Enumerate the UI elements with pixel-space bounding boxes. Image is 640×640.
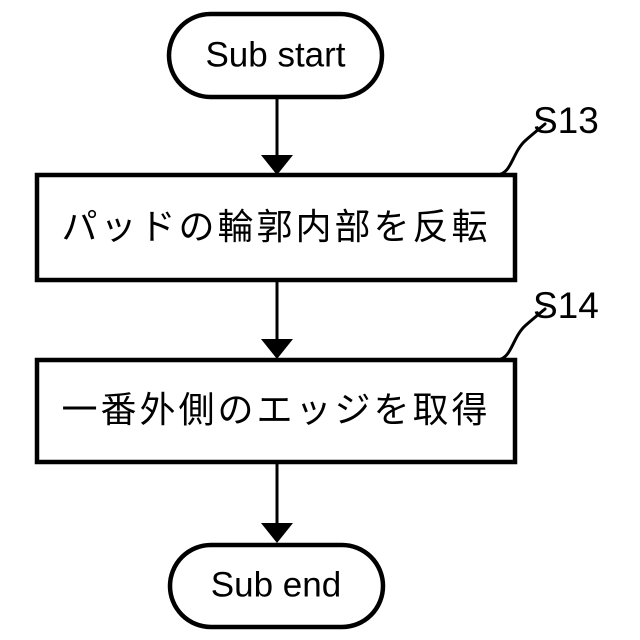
sub-start-label: Sub start bbox=[205, 35, 345, 74]
node-sub-start[interactable]: Sub start bbox=[166, 11, 385, 100]
node-s14[interactable]: 一番外側のエッジを取得 bbox=[34, 357, 518, 465]
s14-leader-line bbox=[495, 307, 547, 362]
s14-shape bbox=[34, 357, 518, 465]
connector-start-to-s13 bbox=[261, 97, 293, 175]
arrow-head-2 bbox=[261, 339, 293, 359]
sub-end-label: Sub end bbox=[211, 565, 341, 604]
node-s13[interactable]: パッドの輪郭内部を反転 bbox=[34, 172, 518, 283]
s13-label: パッドの輪郭内部を反転 bbox=[61, 207, 490, 248]
node-sub-end[interactable]: Sub end bbox=[167, 542, 386, 630]
s13-step-label: S13 bbox=[533, 100, 599, 141]
s13-leader-line bbox=[495, 122, 547, 177]
connector-s14-to-end bbox=[261, 462, 293, 543]
arrow-head-1 bbox=[261, 155, 293, 175]
connector-s13-to-s14 bbox=[261, 280, 293, 359]
sub-end-shape bbox=[167, 542, 386, 630]
arrow-head-3 bbox=[261, 523, 293, 543]
s14-step-label: S14 bbox=[533, 285, 599, 326]
s14-label: 一番外側のエッジを取得 bbox=[61, 390, 490, 431]
step-ref-s13: S13 bbox=[495, 100, 599, 177]
step-ref-s14: S14 bbox=[495, 285, 599, 362]
s13-shape bbox=[34, 172, 518, 283]
